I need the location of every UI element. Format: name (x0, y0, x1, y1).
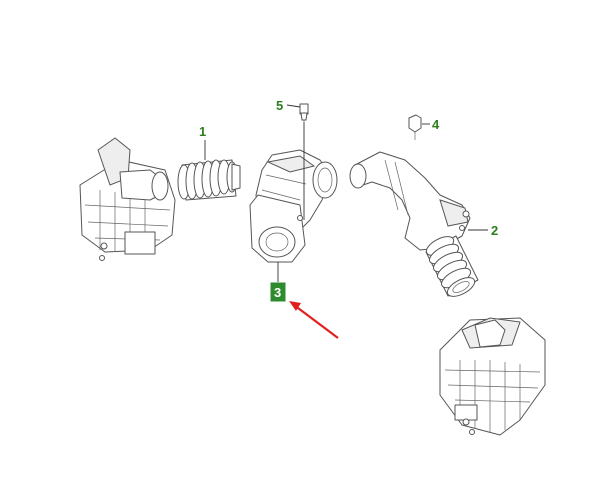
callout-5[interactable]: 5 (276, 98, 283, 113)
red-arrow-icon (289, 301, 339, 339)
callout-3[interactable]: 3 (274, 285, 281, 300)
callout-3-highlight-box (270, 282, 286, 302)
left-air-filter-housing (79, 137, 176, 261)
part-1-intake-hose (177, 159, 241, 201)
callout-1[interactable]: 1 (199, 124, 206, 139)
callout-4[interactable]: 4 (432, 117, 440, 132)
leader-lines (204, 104, 488, 282)
part-4-clip (408, 114, 422, 140)
part-5-bolt (299, 103, 309, 122)
lower-corrugated-hose (425, 235, 479, 297)
callout-2[interactable]: 2 (491, 223, 498, 238)
right-air-filter-housing (439, 317, 546, 436)
part-2-intake-duct (349, 151, 471, 251)
part-3-resonator-body (249, 149, 338, 263)
